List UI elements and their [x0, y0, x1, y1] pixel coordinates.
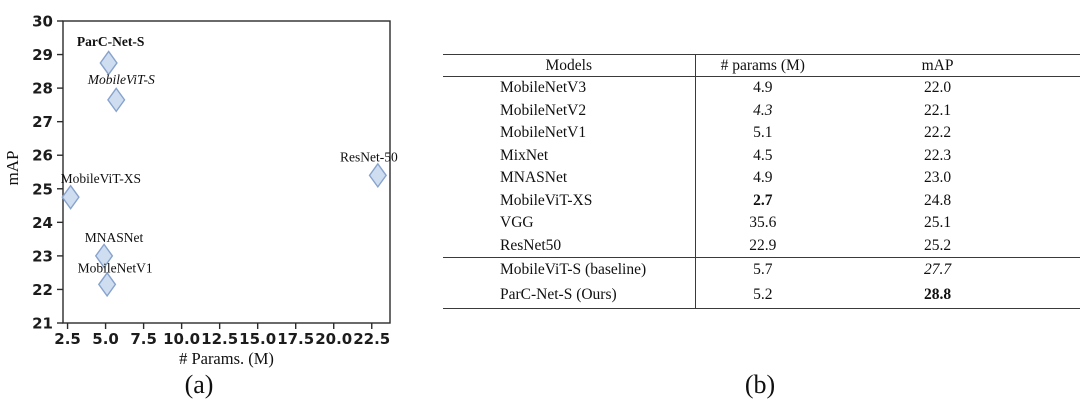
point-label-mnasnet: MNASNet — [85, 230, 144, 245]
map-cell: 22.0 — [923, 79, 952, 97]
table-row: ParC-Net-S (Ours) 5.2 28.8 — [443, 282, 1080, 309]
x-axis-label: # Params. (M) — [179, 349, 274, 368]
model-cell: MobileViT-S (baseline) — [443, 256, 696, 283]
params-cell: 4.9 — [753, 79, 773, 97]
x-tick-label: 2.5 — [54, 330, 81, 348]
table-row: MobileViT-XS 2.7 24.8 — [443, 189, 1080, 213]
data-point-parc-net-s — [99, 50, 118, 76]
point-label-mobilevit-s: MobileViT-S — [87, 72, 155, 87]
column-header-params: # params (M) — [695, 54, 830, 77]
y-tick-label: 26 — [32, 147, 53, 165]
map-cell: 22.3 — [923, 146, 952, 164]
table-header-row: Models # params (M) mAP — [443, 54, 1080, 77]
filler-cell — [1045, 122, 1080, 145]
column-header-map: mAP — [830, 54, 1045, 77]
model-cell: MixNet — [443, 144, 696, 167]
x-tick-label: 17.5 — [277, 330, 314, 348]
point-label-parc-net-s: ParC-Net-S — [77, 34, 144, 49]
y-tick-label: 24 — [32, 214, 53, 232]
table-row: VGG 35.6 25.1 — [443, 212, 1080, 235]
panel-b-table: Models # params (M) mAP MobileNetV3 4.9 22… — [443, 54, 1080, 309]
point-label-mobilevit-xs: MobileViT-XS — [61, 171, 141, 186]
filler-cell — [1045, 77, 1080, 100]
table-row: MobileNetV2 4.3 22.1 — [443, 99, 1080, 123]
map-cell: 22.1 — [923, 101, 952, 119]
x-tick-label: 20.0 — [315, 330, 352, 348]
caption-a: (a) — [184, 370, 214, 399]
params-cell: 5.1 — [753, 124, 773, 142]
point-label-resnet-50: ResNet-50 — [340, 149, 398, 164]
filler-cell — [1045, 212, 1080, 235]
filler-cell — [1045, 167, 1080, 190]
params-cell: 4.5 — [753, 146, 773, 164]
y-tick-label: 28 — [32, 80, 53, 98]
map-cell: 28.8 — [923, 286, 952, 304]
results-table: Models # params (M) mAP MobileNetV3 4.9 22… — [443, 54, 1080, 309]
params-cell: 22.9 — [749, 236, 777, 254]
model-cell: MobileViT-XS — [443, 189, 696, 212]
data-point-mnasnet — [94, 243, 114, 269]
caption-b: (b) — [744, 370, 776, 399]
map-cell: 24.8 — [923, 191, 952, 209]
x-tick-label: 5.0 — [92, 330, 119, 348]
filler-cell — [1045, 283, 1080, 308]
model-cell: MobileNetV1 — [443, 122, 696, 145]
filler-cell — [1045, 235, 1080, 258]
column-header-filler — [1045, 54, 1080, 77]
table-row: ResNet50 22.9 25.2 — [443, 234, 1080, 258]
filler-cell — [1045, 256, 1080, 283]
data-point-mobilevit-s — [107, 87, 126, 113]
x-tick-label: 15.0 — [239, 330, 276, 348]
filler-cell — [1045, 100, 1080, 123]
plot-frame — [62, 20, 391, 324]
y-tick-label: 30 — [32, 13, 53, 31]
y-axis-label: mAP — [3, 150, 22, 186]
model-cell: MobileNetV2 — [443, 99, 696, 122]
model-cell: ResNet50 — [443, 234, 696, 258]
map-cell: 23.0 — [923, 169, 952, 187]
model-cell: MNASNet — [443, 167, 696, 190]
x-tick-label: 12.5 — [201, 330, 238, 348]
map-cell: 27.7 — [830, 256, 1045, 283]
params-cell: 35.6 — [749, 214, 777, 232]
table-row: MobileNetV1 5.1 22.2 — [443, 122, 1080, 145]
data-point-mobilenetv1 — [97, 271, 117, 298]
y-tick-label: 29 — [32, 46, 53, 64]
data-point-resnet-50 — [368, 162, 387, 189]
y-tick-label: 23 — [32, 247, 53, 265]
model-cell: VGG — [443, 212, 696, 235]
y-tick-label: 21 — [32, 315, 53, 333]
params-cell: 4.9 — [753, 169, 773, 187]
table-row: MNASNet 4.9 23.0 — [443, 167, 1080, 190]
y-tick-label: 25 — [32, 180, 53, 198]
filler-cell — [1045, 145, 1080, 168]
x-tick-label: 10.0 — [163, 330, 200, 348]
model-cell: MobileNetV3 — [443, 76, 696, 100]
params-cell: 5.2 — [753, 286, 773, 304]
column-header-models: Models — [443, 54, 696, 77]
filler-cell — [1045, 190, 1080, 213]
table-row: MixNet 4.5 22.3 — [443, 144, 1080, 168]
map-cell: 25.1 — [923, 214, 952, 232]
x-tick-label: 22.5 — [353, 330, 390, 348]
params-cell: 4.3 — [753, 101, 773, 119]
params-cell: 5.7 — [695, 256, 830, 283]
y-tick-label: 22 — [32, 281, 53, 299]
y-tick-label: 27 — [32, 113, 53, 131]
map-cell: 25.2 — [923, 236, 952, 254]
point-label-mobilenetv1: MobileNetV1 — [78, 260, 153, 275]
x-tick-label: 7.5 — [130, 330, 157, 348]
map-cell: 22.2 — [923, 124, 952, 142]
data-point-mobilevit-xs — [61, 184, 80, 210]
params-cell: 2.7 — [753, 191, 773, 209]
table-row: MobileNetV3 4.9 22.0 — [443, 76, 1080, 100]
model-cell: ParC-Net-S (Ours) — [443, 282, 696, 309]
